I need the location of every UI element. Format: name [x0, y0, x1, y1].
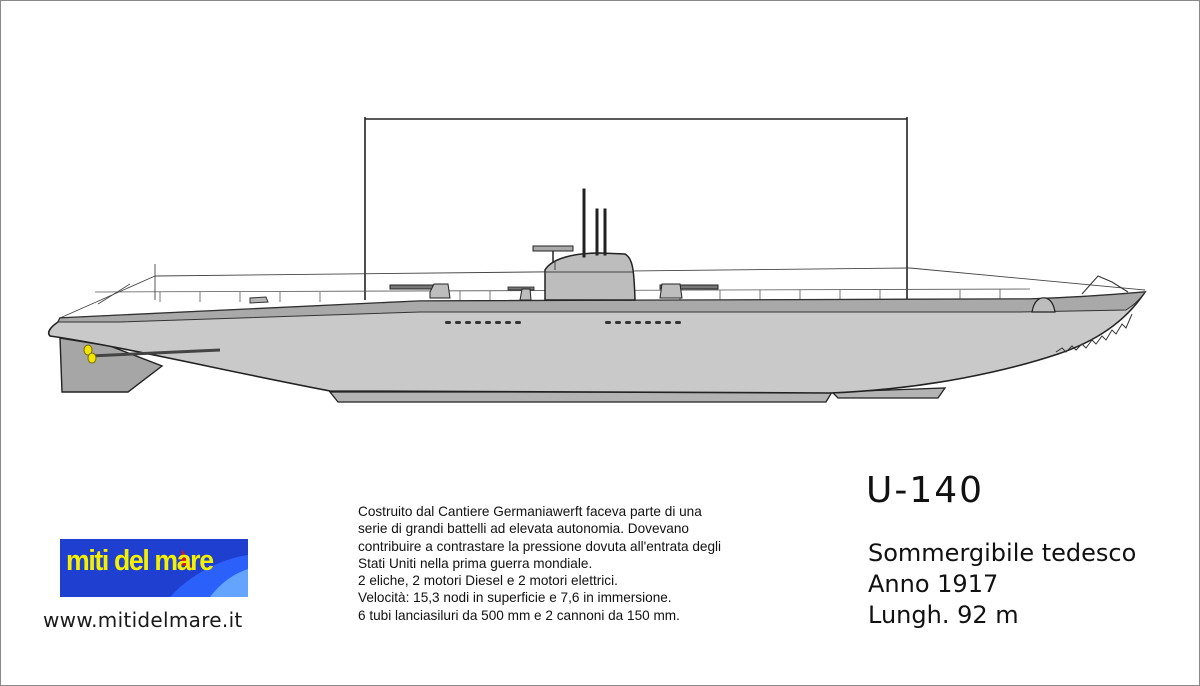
description-line: serie di grandi battelli ad elevata auto…: [358, 521, 689, 537]
bow-jackstaff: [1081, 275, 1129, 295]
vessel-specs: Sommergibile tedesco Anno 1917 Lungh. 92…: [868, 538, 1136, 631]
radio-masts: [364, 117, 908, 300]
miti-del-mare-logo[interactable]: miti del mare: [60, 539, 248, 597]
description-line: Velocità: 15,3 nodi in superficie e 7,6 …: [358, 590, 672, 606]
conning-tower: [544, 252, 636, 301]
rigging-wires: [59, 264, 1146, 319]
aft-hatch: [249, 296, 269, 304]
description-line: Costruito dal Cantiere Germaniawerft fac…: [358, 504, 702, 519]
description-line: contribuire a contrastare la pressione d…: [358, 538, 722, 554]
spec-type: Sommergibile tedesco: [868, 539, 1137, 567]
spec-length: Lungh. 92 m: [868, 601, 1019, 629]
description-line: Stati Uniti nella prima guerra mondiale.: [358, 555, 593, 571]
logo-text: miti del mare: [66, 545, 214, 577]
dive-plane: [89, 348, 221, 358]
bow-net-cutter: [1055, 313, 1133, 353]
description-line: 2 eliche, 2 motori Diesel e 2 motori ele…: [358, 573, 618, 589]
website-url[interactable]: www.mitidelmare.it: [43, 608, 243, 632]
wave-icon: [170, 549, 248, 597]
vessel-title: U-140: [866, 470, 985, 511]
description: Costruito dal Cantiere Germaniawerft fac…: [358, 503, 788, 624]
keel-fwd: [830, 387, 947, 399]
deck-gun-aft: [389, 283, 451, 299]
spec-year: Anno 1917: [868, 570, 999, 598]
rangefinder: [532, 245, 574, 252]
propeller-icon: [83, 344, 97, 364]
periscopes: [582, 188, 607, 258]
bow-cowl: [1031, 297, 1056, 313]
limber-holes: [445, 321, 681, 324]
ventilator: [507, 286, 535, 301]
description-line: 6 tubi lanciasiluri da 500 mm e 2 cannon…: [358, 607, 680, 623]
deck-gun-fwd: [659, 283, 719, 299]
